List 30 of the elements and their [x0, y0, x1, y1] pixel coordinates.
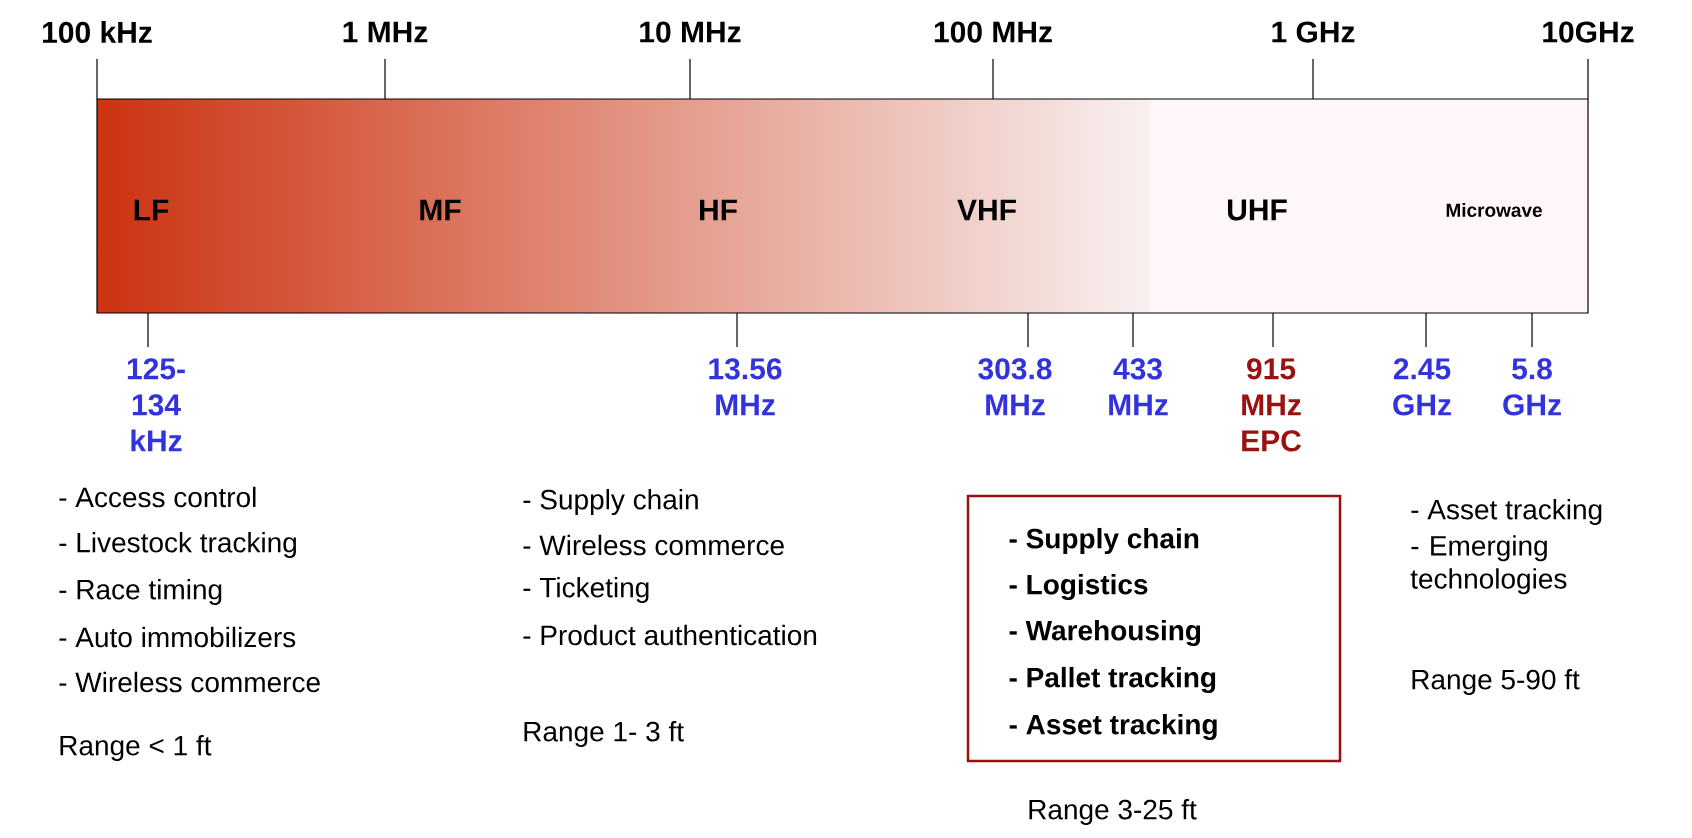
axis-label: 10GHz: [1543, 21, 1634, 43]
range-note: Range 5-90 ft: [1412, 668, 1580, 696]
application-item: - Ticketing: [523, 576, 649, 604]
application-item: - Supply chain: [523, 488, 698, 516]
application-item: - Access control: [59, 486, 256, 508]
axis-label: 1 GHz: [1272, 21, 1355, 43]
axis-label: 10 MHz: [640, 21, 741, 43]
range-note: Range 3-25 ft: [1029, 798, 1197, 826]
frequency-label: 915 MHz EPC: [1242, 358, 1302, 452]
range-note: Range < 1 ft: [60, 734, 212, 762]
application-item: - Race timing: [59, 578, 222, 606]
frequency-label: 303.8 MHz: [978, 358, 1052, 416]
frequency-label: 13.56 MHz: [709, 358, 782, 416]
spectrum-bar: LF MF HF VHF UHF Microwave: [96, 98, 1589, 314]
range-note: Range 1- 3 ft: [524, 720, 684, 748]
frequency-label: 2.45 GHz: [1393, 358, 1451, 416]
application-item: - Auto immobilizers: [59, 626, 296, 648]
highlight-box: - Supply chain - Logistics - Warehousing - Pallet tracking - Asset tracking: [966, 494, 1342, 763]
application-item: - Livestock tracking: [59, 531, 296, 559]
axis-label: 1 MHz: [343, 21, 428, 43]
frequency-label: 125-134 kHz: [127, 358, 185, 452]
frequency-label: 5.8 GHz: [1503, 358, 1561, 416]
axis-label: 100 MHz: [934, 21, 1052, 43]
application-item: - Asset tracking: [1411, 498, 1602, 526]
application-item: - Emerging technologies: [1410, 535, 1567, 595]
application-item: - Product authentication: [523, 624, 817, 646]
axis-label: 100 kHz: [43, 21, 152, 43]
application-item: - Wireless commerce: [59, 671, 320, 693]
frequency-label: 433 MHz: [1109, 358, 1168, 416]
application-item: - Wireless commerce: [523, 534, 784, 556]
